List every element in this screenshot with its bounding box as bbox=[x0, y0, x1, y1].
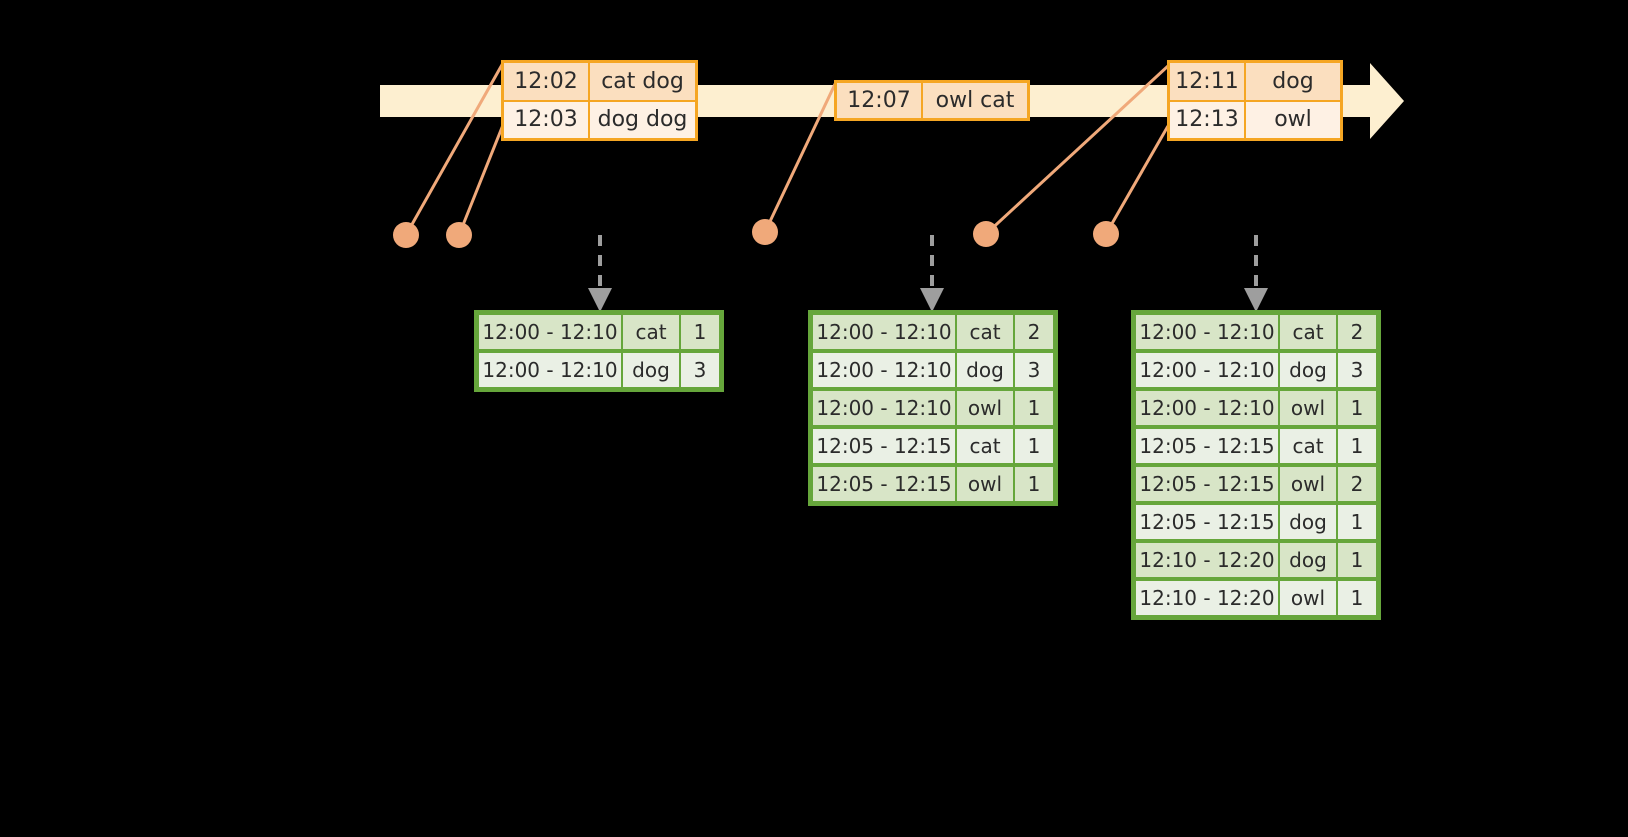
result-count: 1 bbox=[1338, 391, 1376, 425]
event-time: 12:07 bbox=[837, 83, 923, 118]
result-arrow-1 bbox=[588, 235, 612, 312]
result-word: cat bbox=[957, 429, 1013, 463]
table-row: 12:05 - 12:15 cat 1 bbox=[811, 427, 1055, 465]
result-count: 3 bbox=[681, 353, 719, 387]
event-time: 12:02 bbox=[504, 63, 590, 100]
result-window: 12:00 - 12:10 bbox=[813, 315, 955, 349]
event-group-2: 12:07 owl cat bbox=[834, 80, 1030, 121]
table-row: 12:05 - 12:15 dog 1 bbox=[1134, 503, 1378, 541]
result-count: 1 bbox=[1338, 429, 1376, 463]
table-row: 12:00 - 12:10 cat 2 bbox=[811, 313, 1055, 351]
result-window: 12:10 - 12:20 bbox=[1136, 543, 1278, 577]
result-window: 12:00 - 12:10 bbox=[479, 353, 621, 387]
result-word: owl bbox=[1280, 467, 1336, 501]
result-word: dog bbox=[1280, 353, 1336, 387]
event-row: 12:02 cat dog bbox=[504, 63, 695, 100]
result-count: 3 bbox=[1338, 353, 1376, 387]
table-row: 12:10 - 12:20 dog 1 bbox=[1134, 541, 1378, 579]
result-table-2: 12:00 - 12:10 cat 2 12:00 - 12:10 dog 3 … bbox=[808, 310, 1058, 506]
result-window: 12:05 - 12:15 bbox=[1136, 505, 1278, 539]
result-table-3: 12:00 - 12:10 cat 2 12:00 - 12:10 dog 3 … bbox=[1131, 310, 1381, 620]
result-word: owl bbox=[1280, 391, 1336, 425]
result-window: 12:00 - 12:10 bbox=[813, 391, 955, 425]
event-words: dog bbox=[1246, 63, 1340, 100]
result-window: 12:00 - 12:10 bbox=[813, 353, 955, 387]
result-word: dog bbox=[957, 353, 1013, 387]
event-row: 12:13 owl bbox=[1170, 99, 1340, 138]
result-arrow-2 bbox=[920, 235, 944, 312]
event-marker-2 bbox=[446, 222, 472, 248]
event-row: 12:07 owl cat bbox=[837, 83, 1027, 118]
result-count: 2 bbox=[1015, 315, 1053, 349]
result-word: cat bbox=[1280, 315, 1336, 349]
result-table-1: 12:00 - 12:10 cat 1 12:00 - 12:10 dog 3 bbox=[474, 310, 724, 392]
result-count: 2 bbox=[1338, 315, 1376, 349]
result-count: 1 bbox=[1338, 505, 1376, 539]
table-row: 12:00 - 12:10 owl 1 bbox=[811, 389, 1055, 427]
table-row: 12:00 - 12:10 dog 3 bbox=[811, 351, 1055, 389]
result-word: cat bbox=[957, 315, 1013, 349]
result-arrow-3 bbox=[1244, 235, 1268, 312]
result-word: cat bbox=[623, 315, 679, 349]
result-window: 12:10 - 12:20 bbox=[1136, 581, 1278, 615]
result-count: 1 bbox=[1338, 581, 1376, 615]
result-count: 1 bbox=[1015, 391, 1053, 425]
event-marker-4 bbox=[973, 221, 999, 247]
result-count: 1 bbox=[681, 315, 719, 349]
event-words: cat dog bbox=[590, 63, 695, 100]
result-window: 12:00 - 12:10 bbox=[1136, 315, 1278, 349]
event-words: owl bbox=[1246, 101, 1340, 138]
result-word: dog bbox=[1280, 543, 1336, 577]
result-count: 1 bbox=[1338, 543, 1376, 577]
result-word: owl bbox=[1280, 581, 1336, 615]
event-marker-dots bbox=[393, 219, 1119, 248]
result-arrows bbox=[588, 235, 1268, 312]
result-window: 12:00 - 12:10 bbox=[1136, 391, 1278, 425]
event-marker-3 bbox=[752, 219, 778, 245]
result-word: owl bbox=[957, 467, 1013, 501]
result-count: 1 bbox=[1015, 467, 1053, 501]
event-marker-1 bbox=[393, 222, 419, 248]
event-time: 12:11 bbox=[1170, 63, 1246, 100]
event-time: 12:03 bbox=[504, 101, 590, 138]
event-words: dog dog bbox=[590, 101, 695, 138]
table-row: 12:00 - 12:10 cat 2 bbox=[1134, 313, 1378, 351]
event-group-1: 12:02 cat dog 12:03 dog dog bbox=[501, 60, 698, 141]
event-connectors bbox=[404, 62, 1170, 236]
result-window: 12:05 - 12:15 bbox=[1136, 467, 1278, 501]
result-word: owl bbox=[957, 391, 1013, 425]
table-row: 12:10 - 12:20 owl 1 bbox=[1134, 579, 1378, 617]
event-row: 12:11 dog bbox=[1170, 63, 1340, 100]
result-count: 2 bbox=[1338, 467, 1376, 501]
event-marker-5 bbox=[1093, 221, 1119, 247]
result-window: 12:05 - 12:15 bbox=[813, 467, 955, 501]
table-row: 12:00 - 12:10 dog 3 bbox=[1134, 351, 1378, 389]
event-words: owl cat bbox=[923, 83, 1027, 118]
event-time: 12:13 bbox=[1170, 101, 1246, 138]
result-word: dog bbox=[1280, 505, 1336, 539]
result-window: 12:05 - 12:15 bbox=[1136, 429, 1278, 463]
result-count: 1 bbox=[1015, 429, 1053, 463]
table-row: 12:05 - 12:15 cat 1 bbox=[1134, 427, 1378, 465]
event-row: 12:03 dog dog bbox=[504, 99, 695, 138]
table-row: 12:05 - 12:15 owl 2 bbox=[1134, 465, 1378, 503]
result-word: cat bbox=[1280, 429, 1336, 463]
result-window: 12:00 - 12:10 bbox=[479, 315, 621, 349]
table-row: 12:05 - 12:15 owl 1 bbox=[811, 465, 1055, 503]
result-window: 12:00 - 12:10 bbox=[1136, 353, 1278, 387]
result-word: dog bbox=[623, 353, 679, 387]
result-window: 12:05 - 12:15 bbox=[813, 429, 955, 463]
table-row: 12:00 - 12:10 dog 3 bbox=[477, 351, 721, 389]
table-row: 12:00 - 12:10 owl 1 bbox=[1134, 389, 1378, 427]
result-count: 3 bbox=[1015, 353, 1053, 387]
event-group-3: 12:11 dog 12:13 owl bbox=[1167, 60, 1343, 141]
table-row: 12:00 - 12:10 cat 1 bbox=[477, 313, 721, 351]
